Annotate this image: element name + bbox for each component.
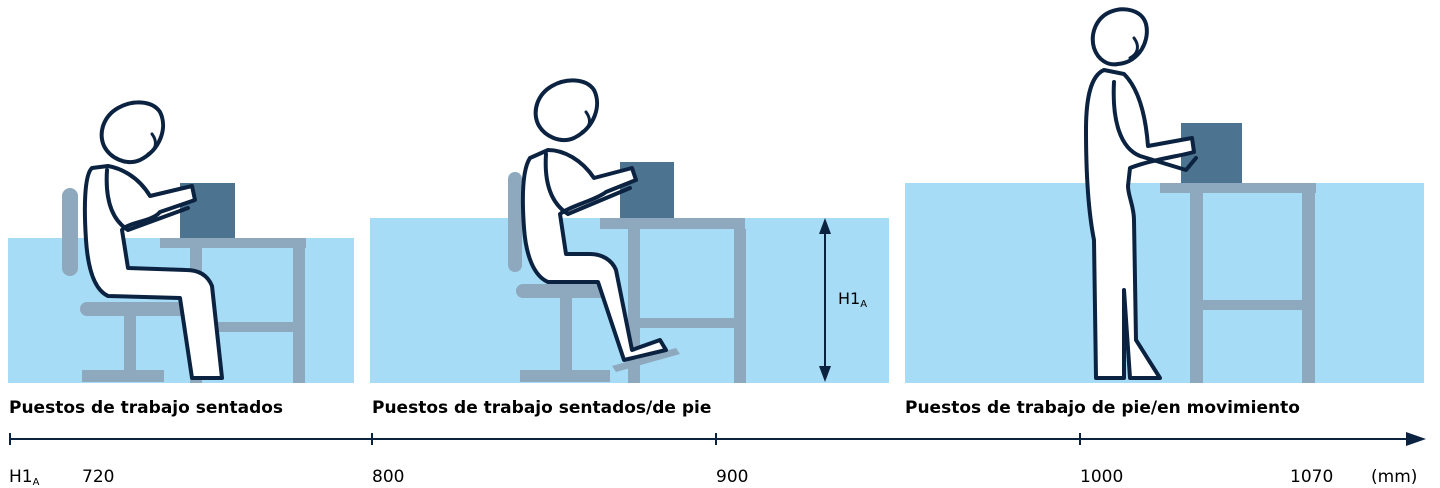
height-band: [905, 183, 1424, 383]
seated-person: [520, 78, 668, 362]
dimension-label: H1A: [836, 289, 870, 310]
height-axis: [9, 432, 1426, 446]
tick-label-1000: 1000: [1080, 467, 1124, 487]
tick-label-800: 800: [372, 467, 405, 487]
chair: [62, 188, 190, 382]
seated-person: [82, 100, 224, 380]
axis-name: H1A: [9, 467, 40, 488]
tick-label-900: 900: [716, 467, 749, 487]
caption-sit-stand: Puestos de trabajo sentados/de pie: [372, 398, 712, 418]
desk: [1160, 183, 1316, 383]
tick-label-1070: 1070: [1290, 467, 1334, 487]
standing-person: [1084, 7, 1198, 380]
caption-seated: Puestos de trabajo sentados: [9, 398, 284, 418]
panel-sit-stand: [370, 78, 889, 383]
dimension-arrow: [819, 218, 831, 382]
panel-standing: [905, 7, 1424, 383]
caption-standing: Puestos de trabajo de pie/en movimiento: [905, 398, 1300, 418]
tick-label-720: 720: [82, 467, 115, 487]
footrest: [612, 348, 680, 372]
axis-unit: (mm): [1371, 467, 1418, 487]
chair: [508, 172, 616, 382]
panel-seated: [8, 100, 354, 383]
